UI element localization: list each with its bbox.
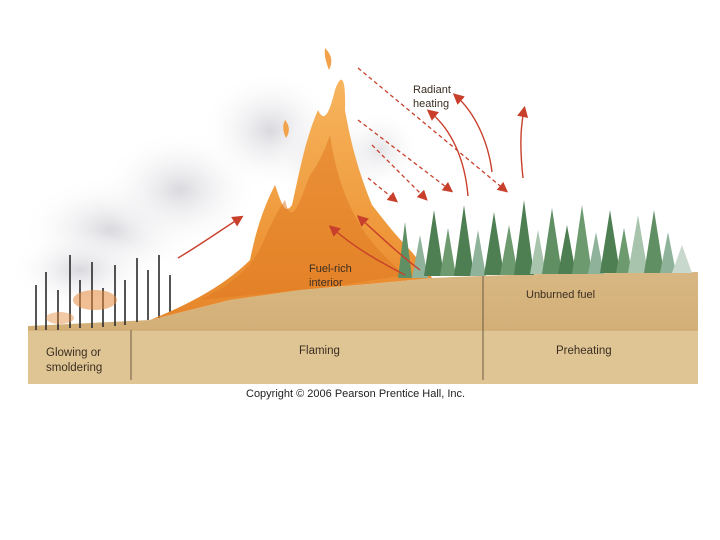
- zone-glowing-label-line1: Glowing or: [46, 347, 101, 359]
- fuel-rich-label-line1: Fuel-rich: [309, 263, 352, 275]
- copyright-text: Copyright © 2006 Pearson Prentice Hall, …: [246, 388, 465, 400]
- radiant-heating-label-line1: Radiant: [413, 84, 451, 96]
- zone-flaming-label: Flaming: [299, 345, 340, 357]
- zone-preheating-label: Preheating: [556, 345, 612, 357]
- radiant-heating-label-line2: heating: [413, 98, 449, 110]
- green-forest: [398, 200, 692, 278]
- unburned-fuel-label: Unburned fuel: [526, 289, 595, 301]
- zone-glowing-label-line2: smoldering: [46, 362, 102, 374]
- fuel-rich-label-line2: interior: [309, 277, 343, 289]
